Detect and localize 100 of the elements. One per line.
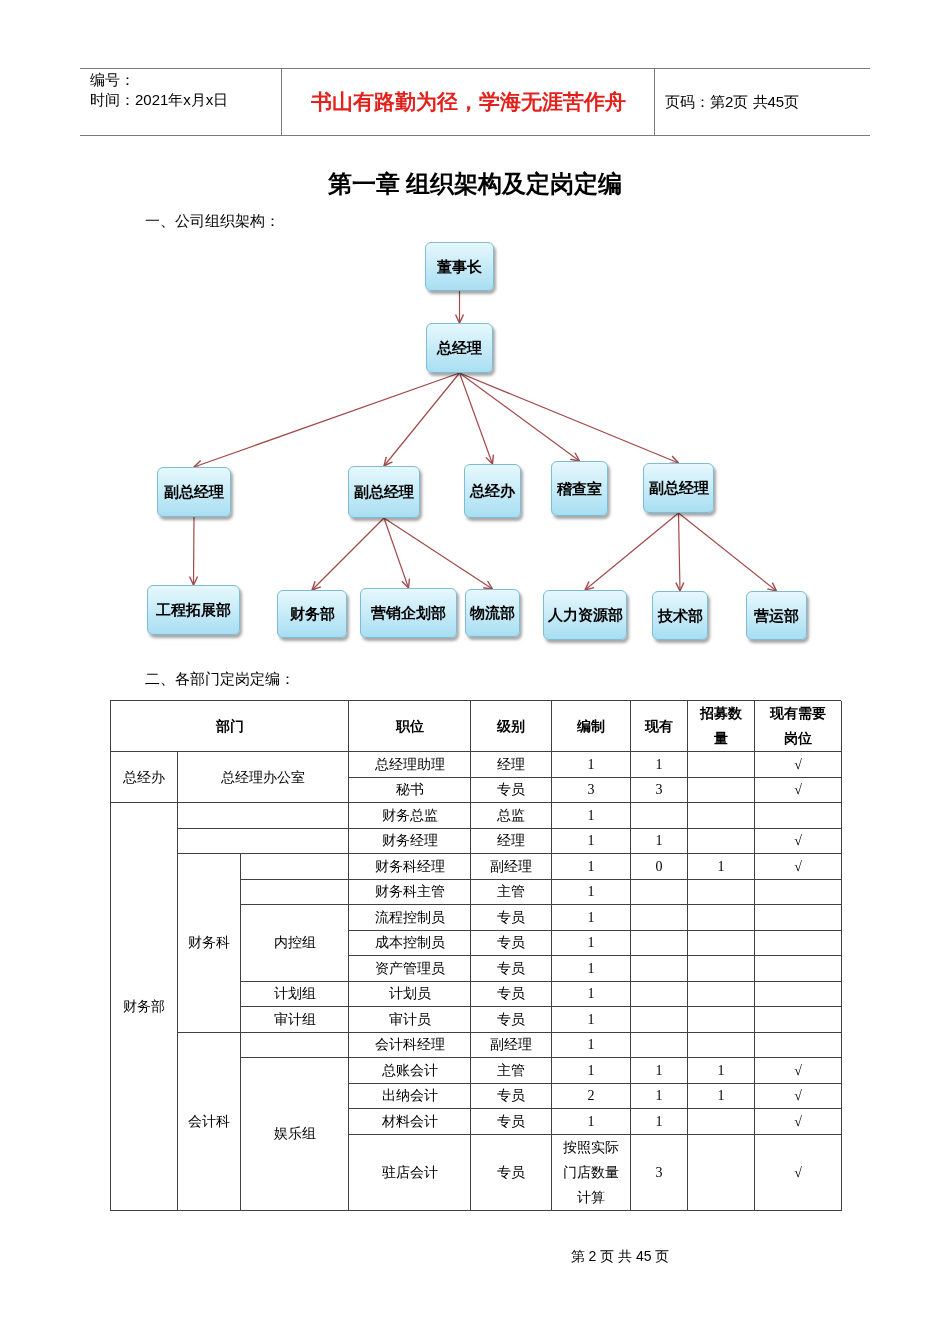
arrow [383, 517, 411, 589]
position-title: 秘书 [395, 781, 424, 800]
recruit-count: 1 [717, 857, 725, 876]
position-title: 资产管理员 [374, 959, 445, 978]
org-unit-box: 董事长 [425, 242, 494, 291]
date-text: 时间：2021年x月x日 [90, 90, 229, 110]
job-grade: 专员 [497, 1010, 525, 1029]
position-title: 材料会计 [381, 1112, 438, 1131]
department-name: 财务部 [123, 997, 165, 1016]
quota-value: 1 [587, 985, 595, 1004]
position-title: 总账会计 [381, 1061, 438, 1080]
quota-value: 1 [587, 908, 595, 927]
section-name: 会计科 [188, 1112, 230, 1131]
check-mark: √ [794, 857, 802, 876]
section-name: 财务科 [188, 934, 230, 953]
org-unit-box: 营销企划部 [360, 588, 457, 638]
column-header: 招募数量 [698, 704, 743, 748]
org-unit-box: 人力资源部 [543, 590, 627, 640]
column-header: 编制 [577, 716, 605, 736]
quota-value: 按照实际门店数量计算 [562, 1138, 620, 1207]
arrow [383, 372, 461, 467]
quota-value: 1 [587, 883, 595, 902]
group-name: 审计组 [273, 1010, 316, 1029]
check-mark: √ [794, 1087, 802, 1106]
current-count: 0 [655, 857, 663, 876]
org-unit-box: 稽查室 [551, 461, 608, 516]
quota-value: 1 [587, 1010, 595, 1029]
job-grade: 主管 [497, 883, 525, 902]
job-grade: 主管 [497, 1061, 525, 1080]
job-grade: 经理 [497, 755, 525, 774]
position-title: 财务总监 [381, 806, 438, 825]
org-unit-box: 副总经理 [348, 466, 420, 518]
section-heading: 一、公司组织架构： [145, 213, 280, 229]
recruit-count: 1 [717, 1087, 725, 1106]
job-grade: 副经理 [490, 1036, 532, 1055]
column-header: 职位 [395, 716, 424, 736]
quota-value: 3 [587, 781, 595, 800]
group-name: 内控组 [273, 934, 316, 953]
recruit-count: 1 [717, 1061, 725, 1080]
check-mark: √ [794, 781, 802, 800]
job-grade: 专员 [497, 1112, 525, 1131]
org-unit-box: 总经办 [464, 464, 521, 518]
current-count: 1 [655, 832, 663, 851]
arrow [584, 512, 680, 591]
job-grade: 专员 [497, 959, 525, 978]
document-number-label: 编号： [90, 70, 135, 90]
position-title: 驻店会计 [381, 1163, 438, 1182]
arrow [458, 372, 495, 465]
position-title: 计划员 [388, 985, 431, 1004]
arrow [458, 372, 581, 462]
job-grade: 专员 [497, 1163, 525, 1182]
page-footer: 第 2 页 共 45 页 [570, 1246, 670, 1266]
quota-value: 1 [587, 1112, 595, 1131]
quota-value: 1 [587, 934, 595, 953]
quota-value: 1 [587, 1061, 595, 1080]
arrow [454, 290, 465, 324]
job-grade: 副经理 [490, 857, 532, 876]
position-title: 总经理助理 [374, 755, 445, 774]
check-mark: √ [794, 755, 802, 774]
current-count: 1 [655, 1112, 663, 1131]
column-header: 现有需要岗位 [768, 704, 827, 748]
org-unit-box: 工程拓展部 [147, 585, 240, 635]
job-grade: 专员 [497, 781, 525, 800]
position-title: 财务科主管 [374, 883, 445, 902]
org-unit-box: 总经理 [426, 323, 493, 373]
job-grade: 专员 [497, 1087, 525, 1106]
position-title: 审计员 [388, 1010, 431, 1029]
arrow [675, 512, 685, 592]
arrow [383, 517, 494, 590]
motto-text: 书山有路勤为径，学海无涯苦作舟 [310, 89, 626, 116]
current-count: 1 [655, 1061, 663, 1080]
quota-value: 1 [587, 1036, 595, 1055]
quota-value: 2 [587, 1087, 595, 1106]
column-header: 部门 [215, 716, 244, 736]
position-title: 出纳会计 [381, 1087, 438, 1106]
check-mark: √ [794, 1061, 802, 1080]
position-title: 会计科经理 [374, 1036, 445, 1055]
department-name: 总经办 [123, 768, 165, 787]
quota-value: 1 [587, 806, 595, 825]
column-header: 级别 [497, 716, 525, 736]
job-grade: 总监 [497, 806, 525, 825]
quota-value: 1 [587, 857, 595, 876]
current-count: 3 [655, 781, 663, 800]
org-unit-box: 物流部 [465, 589, 520, 637]
arrow [193, 372, 461, 469]
job-grade: 专员 [497, 985, 525, 1004]
chapter-title: 第一章 组织架构及定岗定编 [327, 169, 623, 199]
arrow [188, 516, 199, 586]
office-name: 总经理办公室 [221, 768, 305, 787]
position-title: 成本控制员 [374, 934, 445, 953]
group-name: 娱乐组 [273, 1125, 316, 1144]
org-unit-box: 财务部 [277, 590, 347, 638]
column-header: 现有 [645, 716, 673, 736]
arrow [677, 512, 778, 592]
org-unit-box: 副总经理 [157, 467, 231, 517]
section-heading: 二、各部门定岗定编： [145, 671, 295, 687]
quota-value: 1 [587, 755, 595, 774]
quota-value: 1 [587, 832, 595, 851]
page-number-text: 页码：第2页 共45页 [665, 91, 800, 112]
quota-value: 1 [587, 959, 595, 978]
